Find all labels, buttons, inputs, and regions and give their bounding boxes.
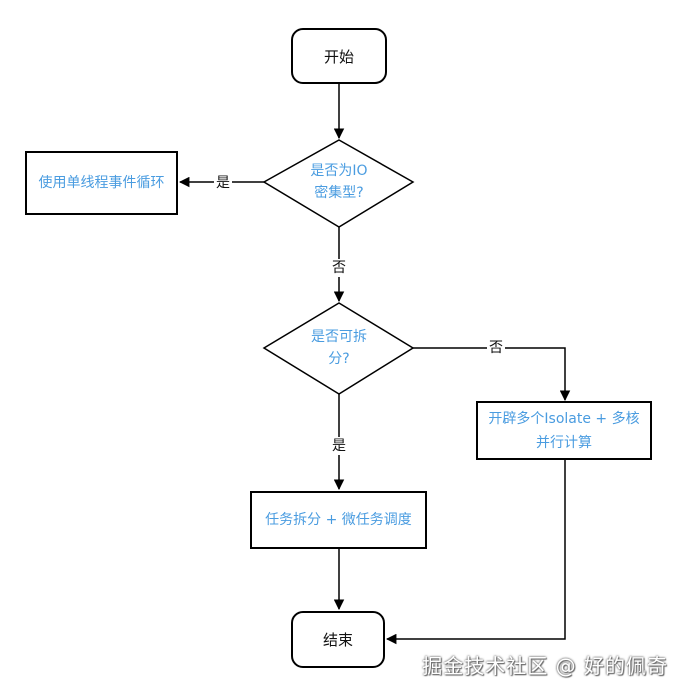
split-decision-line1: 是否可拆 (311, 329, 367, 345)
edge-label-split-yes: 是 (330, 437, 348, 455)
isolate-multicore-line2: 并行计算 (536, 434, 592, 451)
split-microtask-node: 任务拆分 + 微任务调度 (250, 491, 427, 549)
single-thread-event-loop-label: 使用单线程事件循环 (38, 175, 165, 191)
watermark: 掘金技术社区 @ 好的佩奇 (422, 654, 668, 678)
split-microtask-label: 任务拆分 + 微任务调度 (265, 512, 412, 528)
single-thread-event-loop-node: 使用单线程事件循环 (25, 151, 178, 215)
isolate-multicore-line1: 开辟多个Isolate + 多核 (488, 410, 640, 427)
io-decision-line1: 是否为IO (310, 163, 368, 179)
start-label: 开始 (323, 47, 354, 66)
end-label: 结束 (322, 631, 353, 649)
edge-label-io-no: 否 (330, 259, 348, 277)
end-node: 结束 (291, 611, 385, 668)
edge-label-io-yes: 是 (214, 174, 232, 192)
edge-label-split-no: 否 (487, 339, 505, 357)
split-decision-line2: 分? (328, 351, 350, 367)
edge-split-no (413, 347, 571, 402)
split-decision-label: 是否可拆 分? (289, 326, 389, 370)
io-decision-line2: 密集型? (314, 185, 364, 201)
edge-isolate-to-end (385, 460, 566, 645)
io-decision-label: 是否为IO 密集型? (289, 160, 389, 204)
isolate-multicore-node: 开辟多个Isolate + 多核 并行计算 (476, 401, 652, 460)
start-node: 开始 (291, 28, 387, 84)
